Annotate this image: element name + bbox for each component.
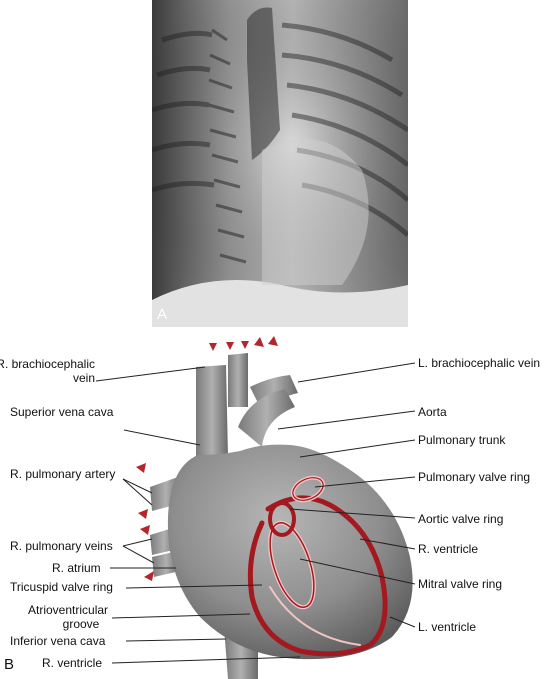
label-tricuspid-valve-ring: Tricuspid valve ring xyxy=(10,580,113,594)
leader-lines xyxy=(95,362,416,664)
label-mitral-valve-ring: Mitral valve ring xyxy=(418,577,503,591)
label-r-ventricle-bottom: R. ventricle xyxy=(42,656,103,670)
panel-a-letter: A xyxy=(157,306,168,323)
flow-arrowheads xyxy=(136,336,278,581)
label-aortic-valve-ring: Aortic valve ring xyxy=(418,512,504,526)
aortic-arch-shape xyxy=(238,389,295,447)
label-aorta: Aorta xyxy=(418,405,447,419)
label-pulmonary-valve-ring: Pulmonary valve ring xyxy=(418,470,531,484)
label-atrioventricular-groove: Atrioventricular groove xyxy=(28,603,109,631)
aortic-ring-shape xyxy=(268,501,296,537)
panel-b-letter: B xyxy=(4,656,15,673)
label-pulmonary-trunk: Pulmonary trunk xyxy=(418,433,506,447)
chest-radiograph xyxy=(152,0,408,327)
brachiocephalic-trunk-shape xyxy=(228,353,248,407)
label-r-pulmonary-artery: R. pulmonary artery xyxy=(10,467,116,481)
label-r-pulmonary-veins: R. pulmonary veins xyxy=(10,539,113,553)
label-r-atrium: R. atrium xyxy=(52,561,101,575)
heart-body-shape xyxy=(167,444,413,660)
heart-diagram xyxy=(95,336,416,679)
label-l-brachiocephalic-vein: L. brachiocephalic vein xyxy=(418,356,541,370)
tricuspid-ring-shape xyxy=(247,520,373,657)
label-l-ventricle: L. ventricle xyxy=(418,620,477,634)
superior-vena-cava-shape xyxy=(196,365,228,459)
label-r-ventricle-right: R. ventricle xyxy=(418,542,479,556)
label-inferior-vena-cava: Inferior vena cava xyxy=(10,634,106,648)
label-superior-vena-cava: Superior vena cava xyxy=(10,405,114,419)
ventricular-ring-shape xyxy=(265,495,388,648)
label-r-brachiocephalic-vein: R. brachiocephalic vein xyxy=(0,357,95,385)
